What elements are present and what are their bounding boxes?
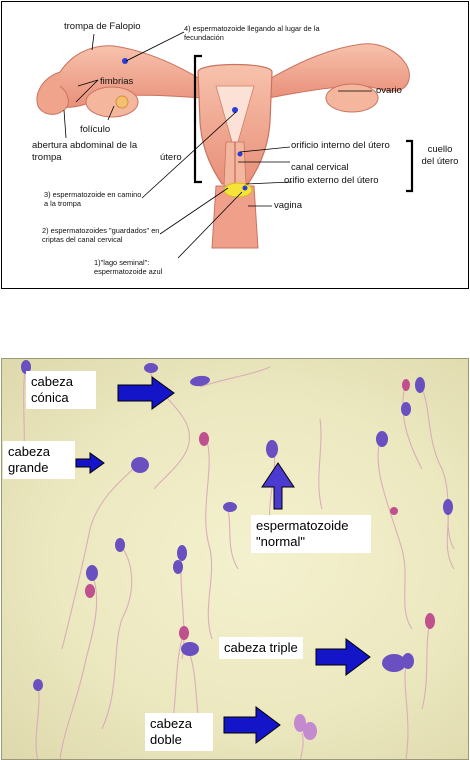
label-cervical-canal: canal cervical <box>291 162 349 173</box>
label-sperm-1: 1)"lago seminal": espermatozoide azul <box>94 258 163 276</box>
label-internal-os: orificio interno del útero <box>291 140 390 151</box>
arrow-double-head <box>223 706 281 744</box>
sperm-micrograph-panel: cabeza cónica cabeza grande espermatozoi… <box>1 358 469 760</box>
sperm-marker <box>237 151 243 157</box>
label-sperm-3: 3) espermatozoide en camino a la trompa <box>44 190 142 208</box>
label-uterus: útero <box>160 152 182 163</box>
label-normal-sperm: espermatozoide "normal" <box>251 515 371 553</box>
cervix-bracket <box>406 139 414 193</box>
sperm-marker <box>242 185 248 191</box>
label-triple-head: cabeza triple <box>219 637 303 659</box>
label-sperm-2: 2) espermatozoides "guardados" en cripta… <box>42 226 160 244</box>
label-abdominal-opening: abertura abdominal de la trompa <box>32 140 138 163</box>
label-vagina: vagina <box>274 200 302 211</box>
label-external-os: orifio externo del útero <box>284 175 379 186</box>
arrow-large-head <box>75 452 105 474</box>
label-fallopian-tube: trompa de Falopio <box>64 21 141 32</box>
sperm-marker <box>122 58 128 64</box>
micrograph-image <box>21 360 455 759</box>
uterus-illustration <box>36 31 414 259</box>
arrow-normal-sperm <box>261 462 295 510</box>
uterus-bracket <box>193 54 202 184</box>
label-cervix: cuello del útero <box>421 144 459 167</box>
label-ovary: ovario <box>376 85 402 96</box>
label-follicle: folículo <box>80 124 111 135</box>
label-fimbriae: fimbrias <box>100 76 134 87</box>
reproductive-diagram-panel: trompa de Falopio 4) espermatozoide lleg… <box>1 1 469 289</box>
arrow-triple-head <box>315 638 371 676</box>
label-double-head: cabeza doble <box>145 713 213 751</box>
sperm-heads <box>21 360 453 740</box>
arrow-conical-head <box>117 376 175 410</box>
sperm-marker <box>232 107 238 113</box>
label-large-head: cabeza grande <box>3 441 75 479</box>
label-sperm-4: 4) espermatozoide llegando al lugar de l… <box>184 24 320 42</box>
label-conical-head: cabeza cónica <box>26 371 96 409</box>
